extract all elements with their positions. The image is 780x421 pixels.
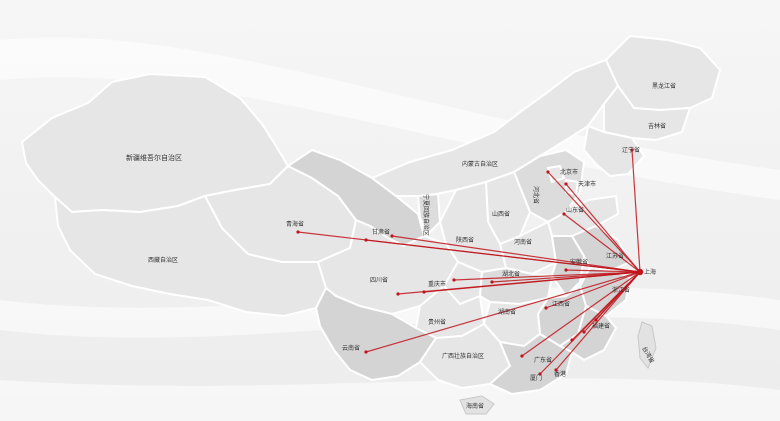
label-jiangxi: 江西省 — [552, 300, 570, 308]
route-endpoint-liaoning — [630, 148, 634, 152]
route-endpoint-fujian — [582, 330, 586, 334]
province-liaoning — [582, 124, 646, 178]
label-hubei: 湖北省 — [502, 270, 520, 278]
label-qinghai: 青海省 — [286, 220, 304, 228]
label-zhejiang: 浙江省 — [612, 286, 630, 294]
route-line-gansu-2 — [391, 235, 641, 273]
label-xinjiang: 新疆维吾尔自治区 — [126, 153, 182, 162]
label-shandong: 山东省 — [566, 206, 584, 214]
label-shanghai: 上海 — [644, 268, 656, 276]
route-endpoint-gansu — [364, 238, 368, 242]
route-endpoint-shandong — [562, 212, 566, 216]
label-chongqing: 重庆市 — [428, 280, 446, 288]
label-heilongjiang: 黑龙江省 — [652, 82, 676, 90]
province-jilin — [603, 84, 692, 142]
label-neimenggu: 内蒙古自治区 — [462, 160, 498, 168]
label-hainan: 海南省 — [466, 402, 484, 410]
label-guangdong: 广东省 — [534, 356, 552, 364]
label-ningxia: 宁夏回族自治区 — [422, 194, 430, 236]
route-endpoint-tianjin — [564, 182, 568, 186]
route-line-hongkong — [555, 271, 641, 371]
route-endpoint-anhui — [564, 268, 568, 272]
route-line-tianjin — [565, 183, 641, 273]
label-shaanxi: 陕西省 — [456, 236, 474, 244]
province-taiwan — [637, 321, 657, 369]
label-yunnan: 云南省 — [342, 344, 360, 352]
province-ningxia — [416, 192, 442, 236]
route-line-shandong — [563, 213, 641, 273]
route-line-hubei — [491, 271, 641, 283]
route-endpoint-zhejiang-2 — [594, 318, 598, 322]
route-endpoint-beijing — [546, 170, 550, 174]
province-yunnan — [314, 286, 438, 382]
label-xizang: 西藏自治区 — [148, 256, 178, 264]
route-line-shaanxi — [453, 271, 641, 281]
route-endpoint-yunnan — [364, 350, 368, 354]
label-anhui: 安徽省 — [570, 258, 588, 266]
route-line-xiamen — [539, 271, 641, 375]
route-endpoint-hubei — [490, 280, 494, 284]
route-endpoint-qinghai — [296, 230, 300, 234]
route-line-beijing — [547, 171, 641, 273]
route-line-liaoning — [631, 149, 641, 273]
hub-marker — [636, 268, 644, 276]
label-hebei: 河北省 — [532, 186, 540, 204]
route-endpoint-shaanxi — [452, 278, 456, 282]
label-liaoning: 辽宁省 — [622, 146, 640, 154]
route-line-guangdong — [521, 271, 641, 357]
route-lines — [296, 148, 641, 376]
route-line-yunnan — [365, 271, 641, 353]
label-gansu: 甘肃省 — [372, 228, 390, 236]
route-line-zhejiang-2 — [595, 271, 641, 321]
route-line-chongqing — [423, 271, 641, 293]
route-endpoint-chongqing — [422, 290, 426, 294]
route-line-jiangxi — [545, 271, 641, 309]
province-guangdong — [488, 332, 574, 396]
label-jiangsu: 江苏省 — [606, 252, 624, 260]
province-hainan — [459, 395, 495, 415]
route-endpoint-gansu-2 — [390, 234, 394, 238]
label-tianjin: 天津市 — [578, 180, 596, 188]
route-line-gansu — [365, 239, 641, 273]
label-shanxi: 山西省 — [492, 210, 510, 218]
route-endpoint-xiamen — [538, 372, 542, 376]
route-endpoint-jiangxi — [544, 306, 548, 310]
label-hunan: 湖南省 — [498, 308, 516, 316]
label-hongkong: 香港 — [554, 370, 566, 378]
label-guangxi: 广西壮族自治区 — [442, 352, 484, 360]
label-jilin: 吉林省 — [648, 122, 666, 130]
label-beijing: 北京市 — [560, 168, 578, 176]
route-endpoint-hongkong — [554, 368, 558, 372]
province-tianjin — [565, 178, 580, 196]
label-guizhou: 贵州省 — [428, 318, 446, 326]
route-endpoint-guangdong — [520, 354, 524, 358]
background-band — [0, 378, 780, 421]
label-xiamen: 厦门 — [530, 374, 542, 382]
route-endpoint-sichuan — [396, 292, 400, 296]
label-sichuan: 四川省 — [370, 276, 388, 284]
label-fujian: 福建省 — [592, 322, 610, 330]
province-beijing — [546, 164, 566, 184]
route-line-anhui — [565, 269, 641, 273]
label-henan: 河南省 — [514, 238, 532, 246]
